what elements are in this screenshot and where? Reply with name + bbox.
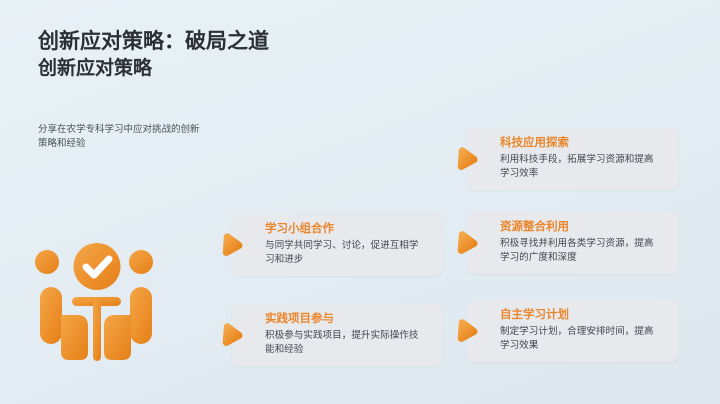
card-study-group: 学习小组合作 与同学共同学习、讨论，促进互相学习和进步 xyxy=(222,214,442,276)
card-title: 学习小组合作 xyxy=(265,223,334,235)
people-meeting-icon xyxy=(30,240,162,366)
card-resource-integration: 资源整合利用 积极寻找并利用各类学习资源，提高学习的广度和深度 xyxy=(457,212,678,274)
slide-subtitle: 创新应对策略 xyxy=(38,58,153,79)
card-body: 与同学共同学习、讨论，促进互相学习和进步 xyxy=(265,239,419,266)
play-arrow-icon xyxy=(452,226,482,260)
card-title: 资源整合利用 xyxy=(500,221,569,233)
play-arrow-icon xyxy=(217,318,247,352)
play-arrow-icon xyxy=(452,314,482,348)
play-arrow-icon xyxy=(452,142,482,176)
card-title: 自主学习计划 xyxy=(500,309,569,321)
card-body: 制定学习计划，合理安排时间，提高学习效果 xyxy=(500,325,654,352)
card-self-study-plan: 自主学习计划 制定学习计划，合理安排时间，提高学习效果 xyxy=(457,300,678,362)
card-tech-application: 科技应用探索 利用科技手段，拓展学习资源和提高学习效率 xyxy=(457,128,678,190)
card-body: 积极参与实践项目，提升实际操作技能和经验 xyxy=(265,329,419,356)
card-title: 科技应用探索 xyxy=(500,137,569,149)
slide-title: 创新应对策略：破局之道 xyxy=(38,30,269,53)
slide-description: 分享在农学专科学习中应对挑战的创新策略和经验 xyxy=(38,124,200,150)
card-body: 积极寻找并利用各类学习资源，提高学习的广度和深度 xyxy=(500,237,654,264)
card-body: 利用科技手段，拓展学习资源和提高学习效率 xyxy=(500,153,654,180)
play-arrow-icon xyxy=(217,228,247,262)
card-practice-project: 实践项目参与 积极参与实践项目，提升实际操作技能和经验 xyxy=(222,304,442,366)
card-title: 实践项目参与 xyxy=(265,313,334,325)
